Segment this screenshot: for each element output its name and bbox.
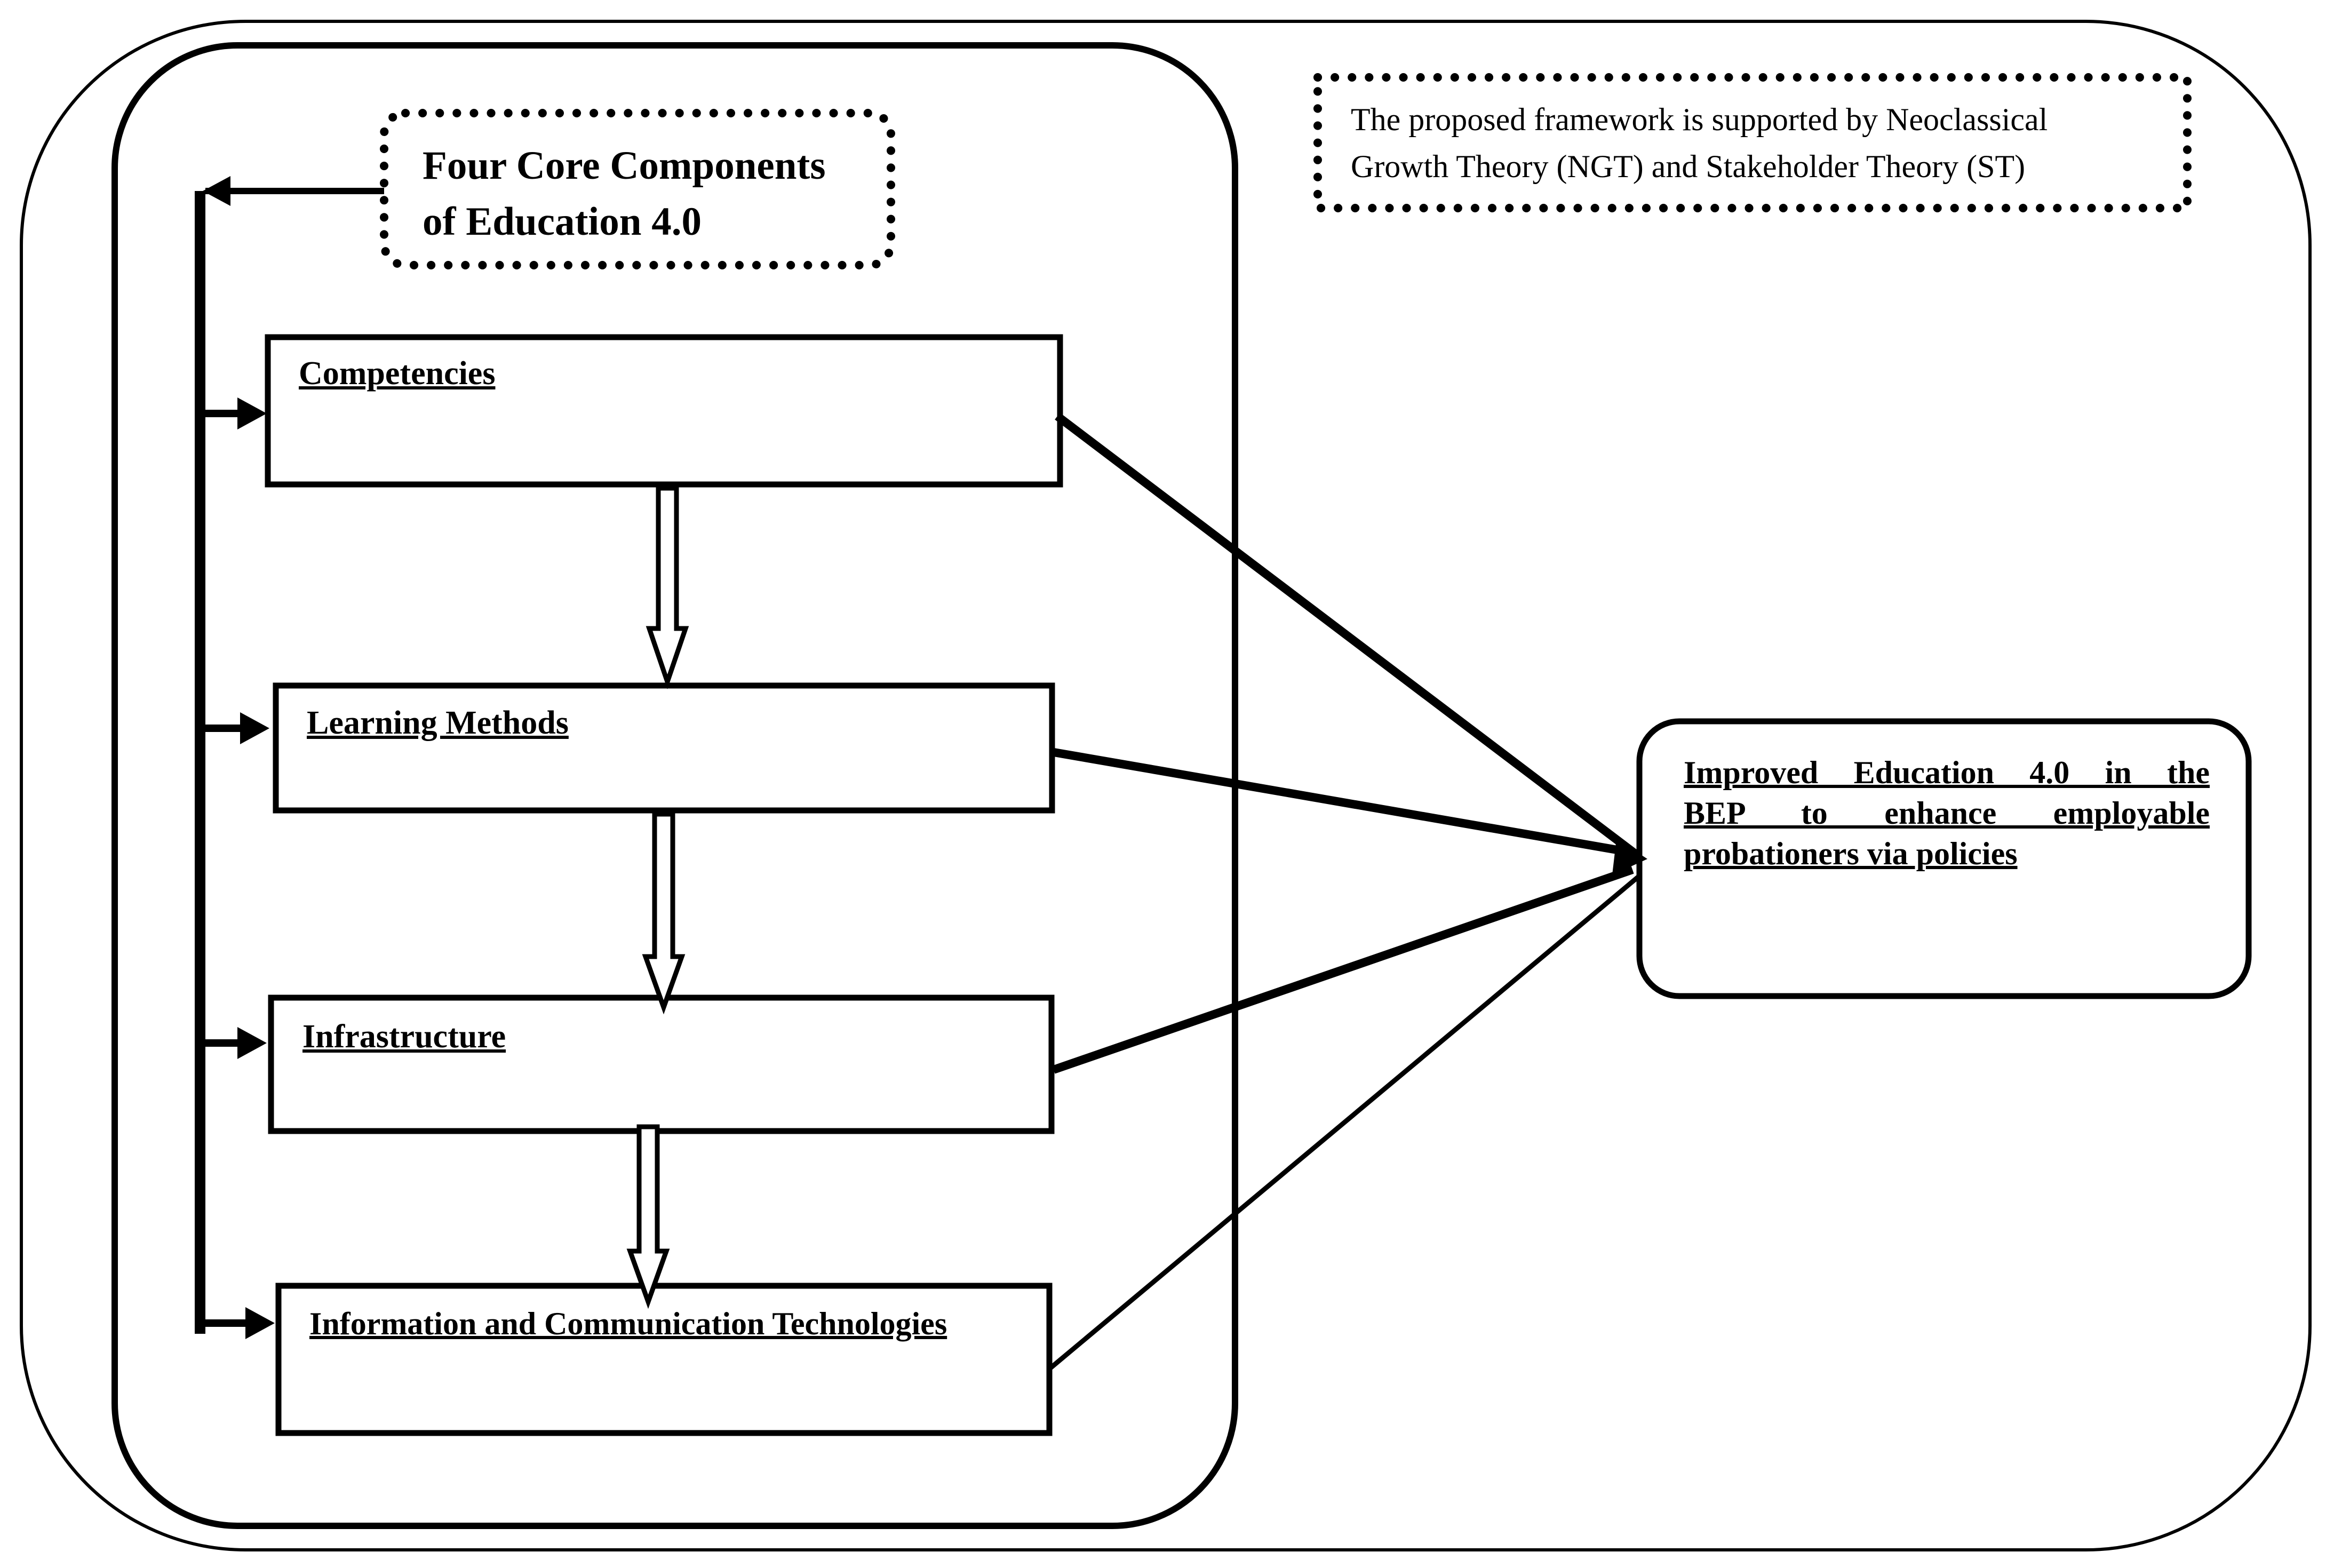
- learning-methods-box: [273, 682, 1055, 814]
- flow-arrow-learning-to-infrastructure: [642, 811, 686, 1015]
- ict-box: [275, 1283, 1053, 1436]
- competencies-label: Competencies: [299, 355, 496, 392]
- line-competencies-to-outcome: [1055, 412, 1638, 857]
- outcome-text: Improved Education 4.0 in the BEP to enh…: [1684, 752, 2210, 874]
- outcome-arrowhead: [1612, 839, 1647, 875]
- outer-frame: [20, 20, 2312, 1551]
- theory-note-line-1: The proposed framework is supported by N…: [1351, 102, 2048, 137]
- hollow-flow-arrows: [626, 485, 689, 1309]
- theory-note: The proposed framework is supported by N…: [1351, 96, 2048, 190]
- line-learning-methods-to-outcome: [1053, 748, 1634, 857]
- learning-methods-label: Learning Methods: [307, 705, 569, 741]
- flow-arrow-infrastructure-to-ict: [626, 1124, 670, 1309]
- line-ict-to-outcome: [1048, 873, 1642, 1371]
- bus-arrowhead-competencies: [237, 397, 267, 429]
- theory-note-line-2: Growth Theory (NGT) and Stakeholder Theo…: [1351, 149, 2026, 184]
- bus-arrows: [200, 397, 275, 1339]
- theory-note-box: [1313, 73, 2192, 212]
- ict-label: Information and Communication Technologi…: [309, 1306, 947, 1341]
- bus-arrowhead-learning-methods: [240, 712, 269, 744]
- core-components-title: Four Core Components of Education 4.0: [423, 138, 826, 250]
- outcome-line-3: probationers via policies: [1684, 836, 2018, 871]
- core-title-line-1: Four Core Components: [423, 144, 826, 188]
- infrastructure-label: Infrastructure: [302, 1018, 506, 1055]
- outcome-line-1: Improved Education 4.0 in the: [1684, 755, 2210, 790]
- converging-lines: [1048, 412, 1642, 1371]
- core-title-box: [380, 109, 895, 269]
- core-title-line-2: of Education 4.0: [423, 200, 702, 244]
- flow-arrow-competencies-to-learning: [646, 485, 689, 689]
- outcome-line-2: BEP to enhance employable: [1684, 795, 2210, 831]
- line-infrastructure-to-outcome: [1052, 865, 1634, 1074]
- bus-arrowhead-ict: [245, 1307, 275, 1339]
- bus-arrowhead-infrastructure: [237, 1027, 267, 1059]
- title-to-bus-arrowhead: [203, 176, 230, 206]
- competencies-box: [265, 334, 1063, 488]
- infrastructure-box: [268, 994, 1055, 1134]
